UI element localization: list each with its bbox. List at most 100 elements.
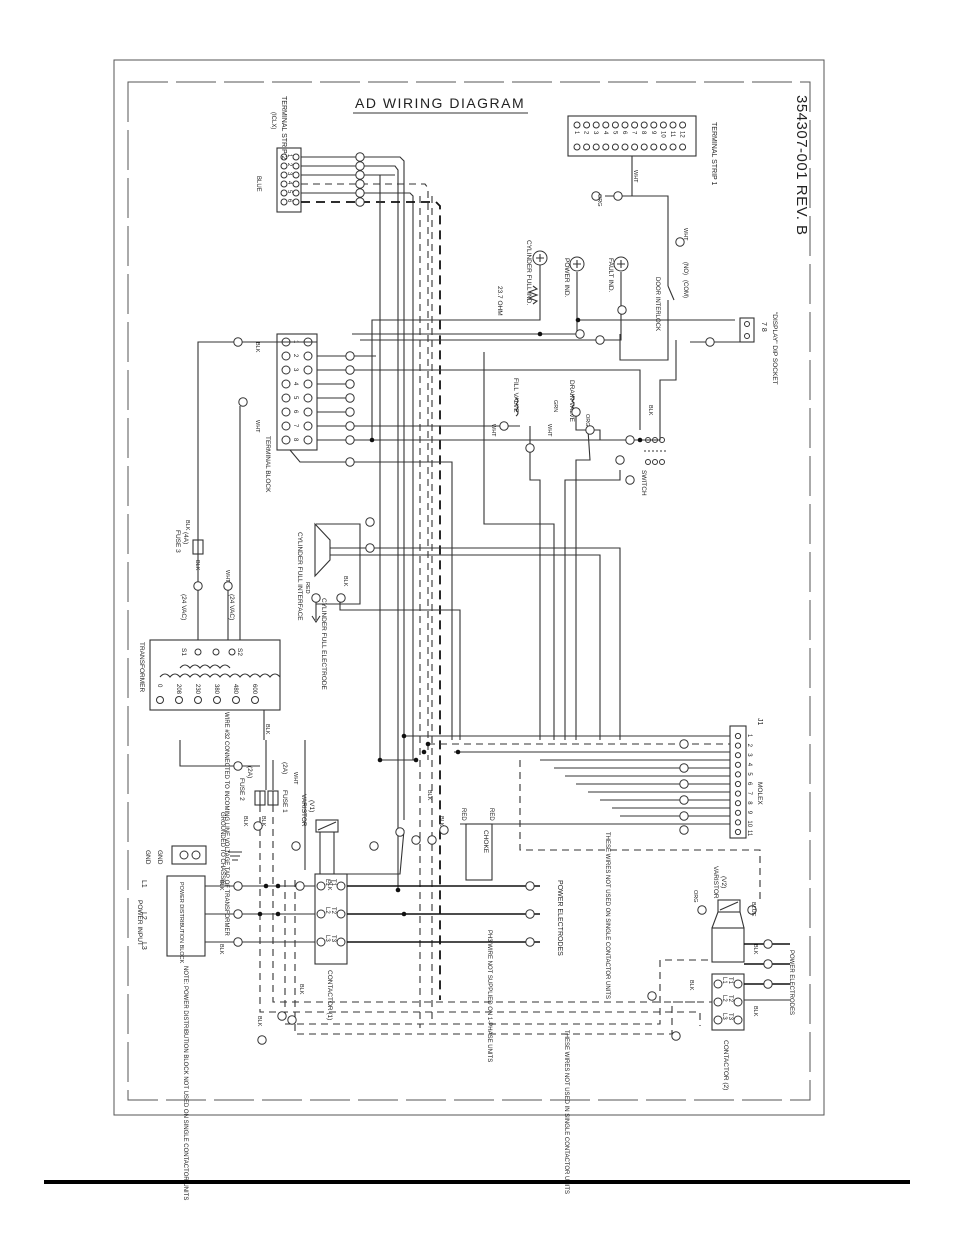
contactor-line-terminal [713,1015,723,1025]
terminal-block-terminal [281,393,291,403]
wire-number-bubble [525,443,535,453]
contactor-line-label: L2 [324,907,330,914]
molex-pin [734,790,742,797]
power-electrodes-1: POWER ELECTRODES [556,880,563,956]
ts1-terminal [640,121,648,129]
contactor-line-label: L1 [324,879,330,886]
transformer-s1-terminal [194,648,202,656]
ts2-terminal-number: 6 [286,199,292,203]
molex-id: J1 [756,718,763,726]
ts1-terminal [679,121,687,129]
wire-number-bubble [679,825,689,835]
terminal-block-number: 7 [292,424,298,428]
ts1-terminal [640,143,648,151]
wire-number-bubble [345,393,355,403]
contactor-line-terminal [316,937,326,947]
wire-number-bubble [287,1015,297,1025]
molex-pin-number: 3 [746,753,752,757]
wire-number-bubble [369,841,379,851]
cylinder-full-ind-label: CYLINDER FULL IND. [525,240,532,305]
wire-color-wht: WHT [682,228,688,241]
ts1-terminal-number: 8 [640,131,646,135]
ts1-terminal [573,121,581,129]
wire-color-blk: BLK [688,980,694,991]
wire-color-org: ORG [596,194,602,207]
contactor-load-label: T3 [727,1013,733,1021]
note-ph3: PH3 WIRE NOT SUPPLIED ON 1-PHASE UNITS [486,930,492,1062]
ts2-terminal [292,198,300,206]
fuse-3-label: FUSE 3 [174,530,181,553]
wire-color-org: ORG [692,890,698,903]
wire-color-blk: BLK [426,790,432,801]
wire-color-wht: WHT [546,424,552,437]
gnd-label-2: GND [156,850,163,865]
fill-valve: FILL VALVE [512,378,519,417]
ground-symbol [228,851,242,861]
choke-label: CHOKE [482,830,489,854]
wire-number-bubble [345,407,355,417]
wire-color-blk: BLK [264,724,270,735]
ts2-terminal-number: 3 [286,172,292,176]
wire-color-wht: WHT [254,420,260,433]
varistor-2: VARISTOR (V2) [712,866,741,913]
wire-number-bubble [395,827,405,837]
display-dip-socket: 7 8 "DISPLAY" DIP SOCKET [739,312,778,385]
ts2-terminal [292,162,300,170]
molex-label: MOLEX [756,782,763,805]
terminal-block-terminal [303,365,313,375]
wire-number-bubble [295,881,305,891]
terminal-strip-2-color: BLUE [255,176,261,192]
wires [179,156,790,1035]
ts1-terminal-number: 7 [631,131,637,135]
molex-pin [734,800,742,807]
fuse-2-rating: (2A) [246,766,253,778]
contactor-2-label: CONTACTOR (2) [722,1040,729,1090]
wire-color-blk: BLK [438,816,444,827]
ts1-terminal-number: 1 [573,131,579,135]
ts2-terminal [280,198,288,206]
terminal-block-terminal [281,435,291,445]
contactor-load-terminal [733,979,743,989]
molex-pin [734,809,742,816]
wire-number-bubble [345,379,355,389]
wire-number-bubble [365,517,375,527]
fuse-3-rating: (4A) [182,532,189,544]
drain-valve-label: DRAIN VALVE [568,380,575,423]
phase-l1: L1 [140,880,147,888]
varistor-1-label: VARISTOR [300,794,307,827]
ts1-terminal [621,121,629,129]
wire-number-bubble [647,991,657,1001]
footer-rule [44,1180,910,1184]
wire-color-blk: BLK [298,984,304,995]
ts1-terminal-number: 12 [679,131,685,138]
wire-number-bubble [671,1031,681,1041]
wire-number-bubble [345,351,355,361]
transformer-tap-label: 208 [175,684,181,695]
wire-number-bubble [625,475,635,485]
ts1-terminal-number: 2 [583,131,589,135]
contactor-load-label: T3 [330,935,336,943]
molex-pin [734,828,742,836]
ts1-terminal [679,143,687,151]
wire-number-bubble [679,811,689,821]
terminal-block-number: 6 [292,410,298,414]
transformer-label: TRANSFORMER [138,642,145,693]
wire-number-bubble [355,188,365,198]
ts2-terminal [292,153,300,161]
varistor-2-id: (V2) [720,876,727,888]
fill-valve-label: FILL VALVE [512,378,519,413]
diagram-inner-frame [127,81,811,1101]
transformer-tap-label: 230 [194,684,200,695]
fuse-2: FUSE 2 (2A) [238,766,266,806]
terminal-block-number: 4 [292,382,298,386]
transformer-tap [251,696,259,704]
contactor-line-terminal [713,979,723,989]
wire-color-labels: BLK BLK BLK WHT WHT WHT WHT ORG RED BLK … [184,170,758,1027]
ts1-terminal-number: 11 [669,131,675,138]
wire-number-bubble [345,435,355,445]
ts1-terminal-number: 4 [602,131,608,135]
fuse-2-label: FUSE 2 [238,778,245,801]
terminal-block-terminal [303,435,313,445]
wire-number-bubble [625,435,635,445]
choke: CHOKE RED RED [460,808,494,881]
